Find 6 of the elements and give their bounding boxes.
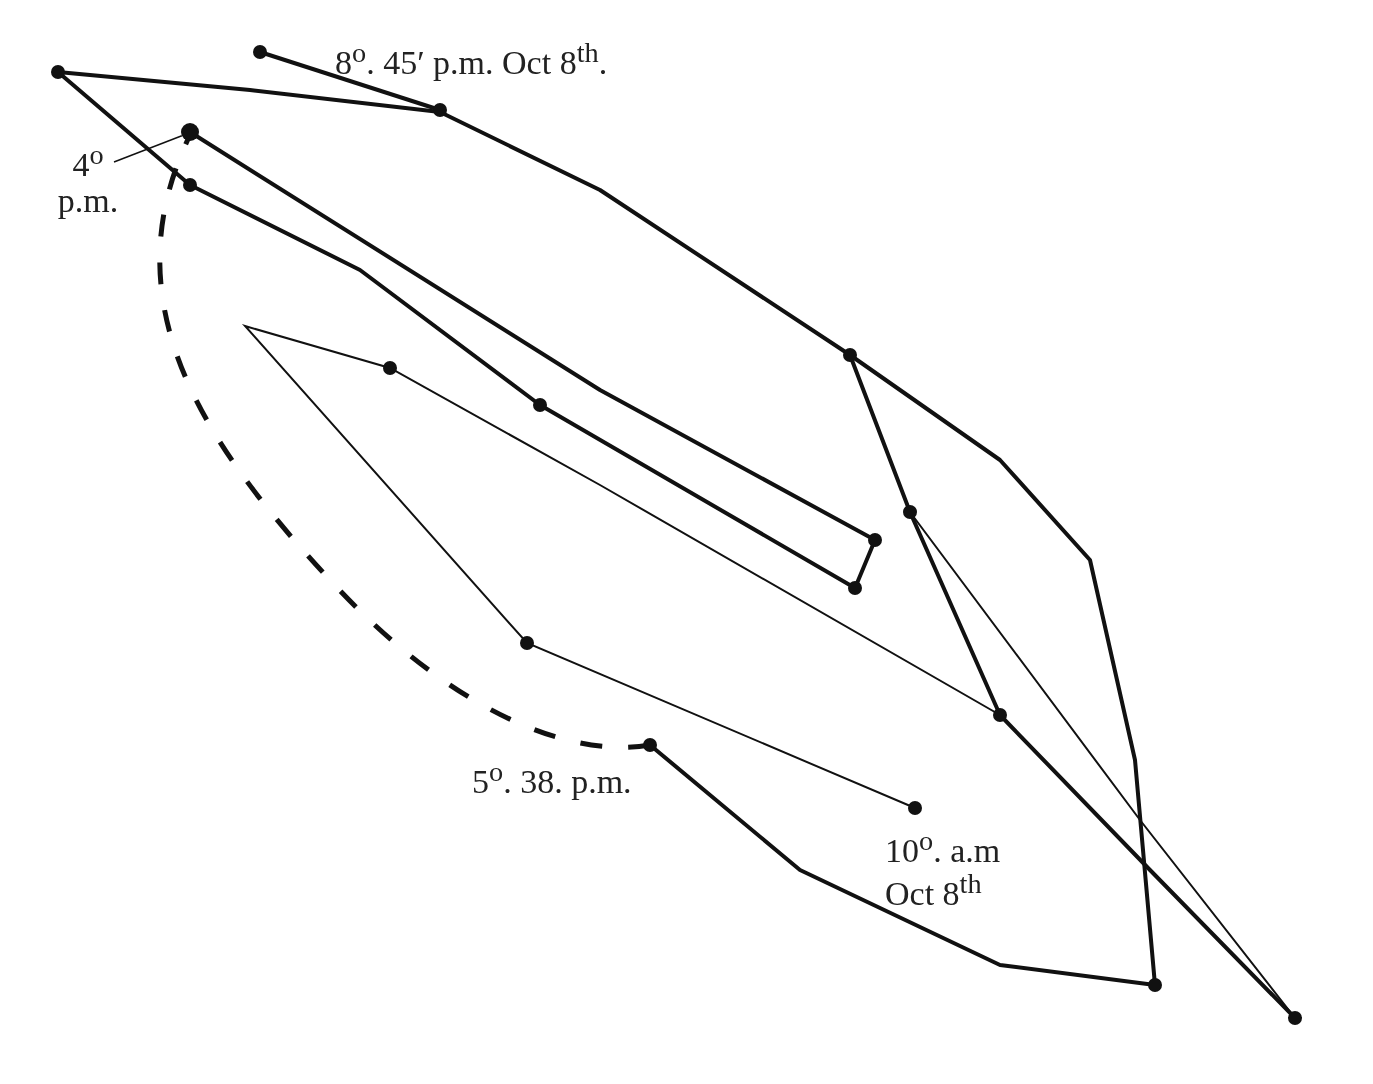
trace-dot (181, 123, 199, 141)
leader-line (113, 135, 183, 163)
time-label: 5$^{o}$. 38. p.m. (472, 757, 633, 800)
time-label: 10$^{o}$. a.m Oct 8$^{th}$ (885, 826, 1002, 913)
time-label: 4$^{o}$ p.m. (48, 140, 128, 219)
time-label: 8$^{o}$. 45′ p.m. Oct 8$^{th}$. (335, 38, 609, 81)
